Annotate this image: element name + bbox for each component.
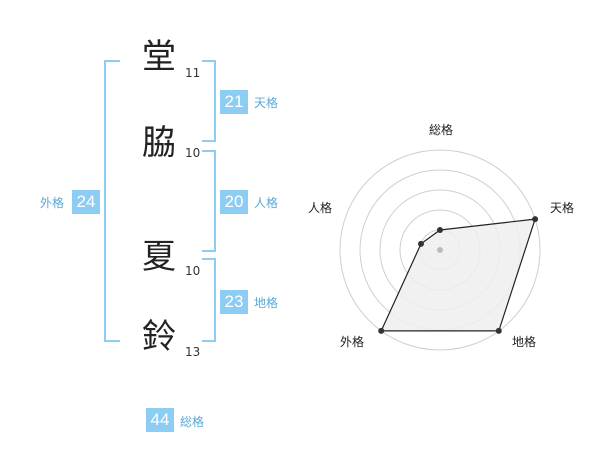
axis-label-jinkaku: 人格 [308,200,332,215]
radar-center [437,247,443,253]
soukaku-label: 総格 [180,415,205,429]
radar-point-4 [378,327,385,334]
jinkaku-label: 人格 [254,196,279,210]
radar-point-2 [532,216,539,223]
axis-label-soukaku: 総格 [429,122,453,137]
soukaku-value: 44 [146,408,174,432]
chikaku-label: 地格 [254,296,279,310]
tenkaku-label: 天格 [254,96,279,110]
axis-label-gaikaku: 外格 [340,334,364,349]
stroke-count-2: 10 [185,146,201,160]
name-char-3: 夏 [142,237,176,277]
radar-chart: 総格 天格 地格 外格 人格 [308,122,574,351]
chikaku-bracket [202,258,216,342]
tenkaku-bracket [202,60,216,142]
radar-ring [339,149,541,351]
gaikaku-value: 24 [72,190,100,214]
name-char-2: 脇 [142,123,176,163]
axis-label-chikaku: 地格 [512,334,536,349]
name-char-4: 鈴 [142,317,176,357]
tenkaku-value: 21 [220,90,248,114]
jinkaku-bracket [202,150,216,252]
gaikaku-label: 外格 [40,196,65,210]
jinkaku-value: 20 [220,190,248,214]
name-char-1: 堂 [142,37,176,77]
chikaku-value: 23 [220,290,248,314]
axis-label-tenkaku: 天格 [550,200,574,215]
gaikaku-bracket [104,60,120,342]
radar-points [378,216,539,334]
radar-point-1 [437,227,443,233]
radar-point-3 [495,327,502,334]
stroke-count-3: 10 [185,264,201,278]
radar-point-5 [417,240,424,247]
stroke-count-1: 11 [185,66,201,80]
radar-area [380,218,536,332]
stroke-count-4: 13 [185,345,201,359]
